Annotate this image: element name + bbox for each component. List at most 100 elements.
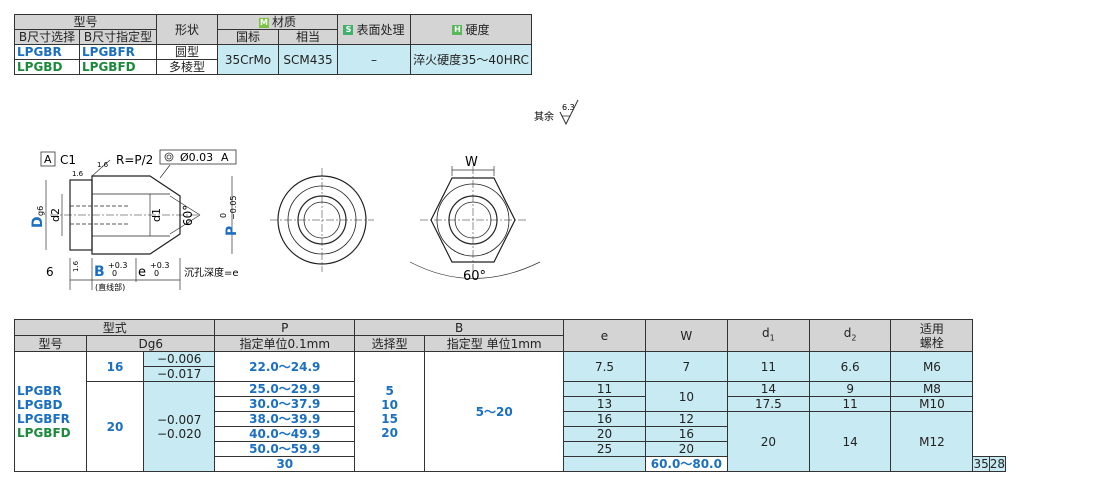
dim-B: B xyxy=(94,264,105,280)
h-B: B xyxy=(354,319,565,336)
concentricity-inner-icon xyxy=(166,154,172,160)
model-list: LPGBR LPGBD LPGBFR LPGBFD xyxy=(13,351,88,472)
P-1: 25.0～29.9 xyxy=(214,381,356,397)
h-e: e xyxy=(563,319,646,352)
bolt-3: M12 xyxy=(890,411,974,472)
spec-h-equivalent: 相当 xyxy=(278,29,338,45)
h-B-specify: 指定型 单位1mm xyxy=(424,335,565,352)
dim-hex-angle: 60° xyxy=(463,269,486,284)
spec-h-shape: 形状 xyxy=(156,14,218,45)
spec-h-surface-label: 表面处理 xyxy=(356,22,405,37)
h-bolt: 适用螺栓 xyxy=(890,319,974,352)
h-d1: d1 xyxy=(726,319,810,352)
material-tag-icon: M xyxy=(258,17,269,28)
d2-1: 9 xyxy=(808,381,892,397)
h-B-select: 选择型 xyxy=(354,335,426,352)
spec-h-b-specify: B尺寸指定型 xyxy=(79,29,157,45)
B-select-3: 20 xyxy=(381,425,398,440)
d1-1: 14 xyxy=(726,381,810,397)
P-4: 40.0～49.9 xyxy=(214,426,356,442)
spec-h-b-select: B尺寸选择 xyxy=(14,29,80,45)
counterbore-note: 沉孔深度=e xyxy=(184,266,239,279)
tol30 xyxy=(563,456,646,472)
spec-h-model: 型号 xyxy=(14,14,157,30)
h-P: P xyxy=(214,319,356,336)
spec-shape-1: 多棱型 xyxy=(156,59,218,75)
concentricity-icon xyxy=(164,152,174,162)
bolt-1: M8 xyxy=(890,381,974,397)
side-dimension-lines xyxy=(45,159,233,290)
hex-front-view xyxy=(420,166,526,274)
straight-note: (直线部) xyxy=(95,282,125,292)
dim-W: W xyxy=(465,155,478,170)
tol20-b: −0.020 xyxy=(156,426,202,441)
e-0: 7.5 xyxy=(563,351,646,382)
spec-h-national: 国标 xyxy=(217,29,279,45)
d2-2: 11 xyxy=(808,396,892,412)
dim-six: 6 xyxy=(46,265,54,279)
W-0: 7 xyxy=(644,351,728,382)
hardness-tag-icon: H xyxy=(452,25,463,35)
e-6: 35 xyxy=(972,456,990,472)
dim-D: D xyxy=(30,216,46,228)
dg6-30: 30 xyxy=(214,456,356,472)
P-2: 30.0～37.9 xyxy=(214,396,356,412)
model-0: LPGBR xyxy=(17,383,62,398)
spec-select-0: LPGBR xyxy=(14,44,80,60)
spec-surface: – xyxy=(337,44,411,75)
dim-B-tol-bot: 0 xyxy=(112,269,117,278)
P-6: 60.0～80.0 xyxy=(644,456,728,472)
dimension-table: 型式 P B e W d1 d2 适用螺栓 型号 Dg6 指定单位0.1mm 选… xyxy=(13,319,1007,472)
datum-box-a xyxy=(40,151,56,167)
dim-d2: d2 xyxy=(49,208,62,222)
d1-3: 20 xyxy=(726,411,810,472)
P-5: 50.0～59.9 xyxy=(214,441,356,457)
h-d1-label: d xyxy=(762,325,770,340)
tol20-a: −0.007 xyxy=(156,412,202,427)
d2-0: 6.6 xyxy=(808,351,892,382)
dim-P: P xyxy=(224,226,240,236)
spec-shape-0: 圆型 xyxy=(156,44,218,60)
h-d2-sub: 2 xyxy=(851,333,857,343)
d2-3: 14 xyxy=(808,411,892,472)
runout-frame xyxy=(159,149,237,165)
round-front-view xyxy=(270,168,374,272)
model-3: LPGBFD xyxy=(17,425,71,440)
B-select-list: 5 10 15 20 xyxy=(354,351,426,472)
P-3: 38.0～39.9 xyxy=(214,411,356,427)
W-3: 16 xyxy=(644,426,728,442)
dim-P-tol-bot: −0.05 xyxy=(229,195,238,220)
B-specify: 5～20 xyxy=(424,351,565,472)
e-4: 20 xyxy=(563,426,646,442)
spec-h-hardness-label: 硬度 xyxy=(465,22,490,37)
roughness-1: 1.6 xyxy=(72,170,84,178)
chamfer-label: C1 xyxy=(60,153,76,167)
spec-h-material-label: 材质 xyxy=(271,15,296,29)
B-select-2: 15 xyxy=(381,411,398,426)
spec-specify-0: LPGBFR xyxy=(79,44,157,60)
runout-value: Ø0.03 xyxy=(180,151,213,164)
dim-e-tol-top: +0.3 xyxy=(150,261,169,270)
tol20: −0.007 −0.020 xyxy=(142,381,216,472)
dim-e-tol-bot: 0 xyxy=(154,269,159,278)
dim-e: e xyxy=(138,265,146,280)
W-5: 28 xyxy=(988,456,1007,472)
h-d2: d2 xyxy=(808,319,892,352)
dim-angle: 60° xyxy=(181,205,195,226)
h-model: 型号 xyxy=(13,335,88,352)
d1-2: 17.5 xyxy=(726,396,810,412)
dim-P-tol-top: 0 xyxy=(219,213,228,218)
e-3: 16 xyxy=(563,411,646,427)
h-type: 型式 xyxy=(13,319,216,336)
h-W: W xyxy=(644,319,728,352)
bolt-0: M6 xyxy=(890,351,974,382)
h-bolt-2: 螺栓 xyxy=(919,335,944,350)
spec-specify-1: LPGBFD xyxy=(79,59,157,75)
dg6-20: 20 xyxy=(86,381,144,472)
dim-d1: d1 xyxy=(150,208,163,222)
label-a: A xyxy=(44,153,52,166)
